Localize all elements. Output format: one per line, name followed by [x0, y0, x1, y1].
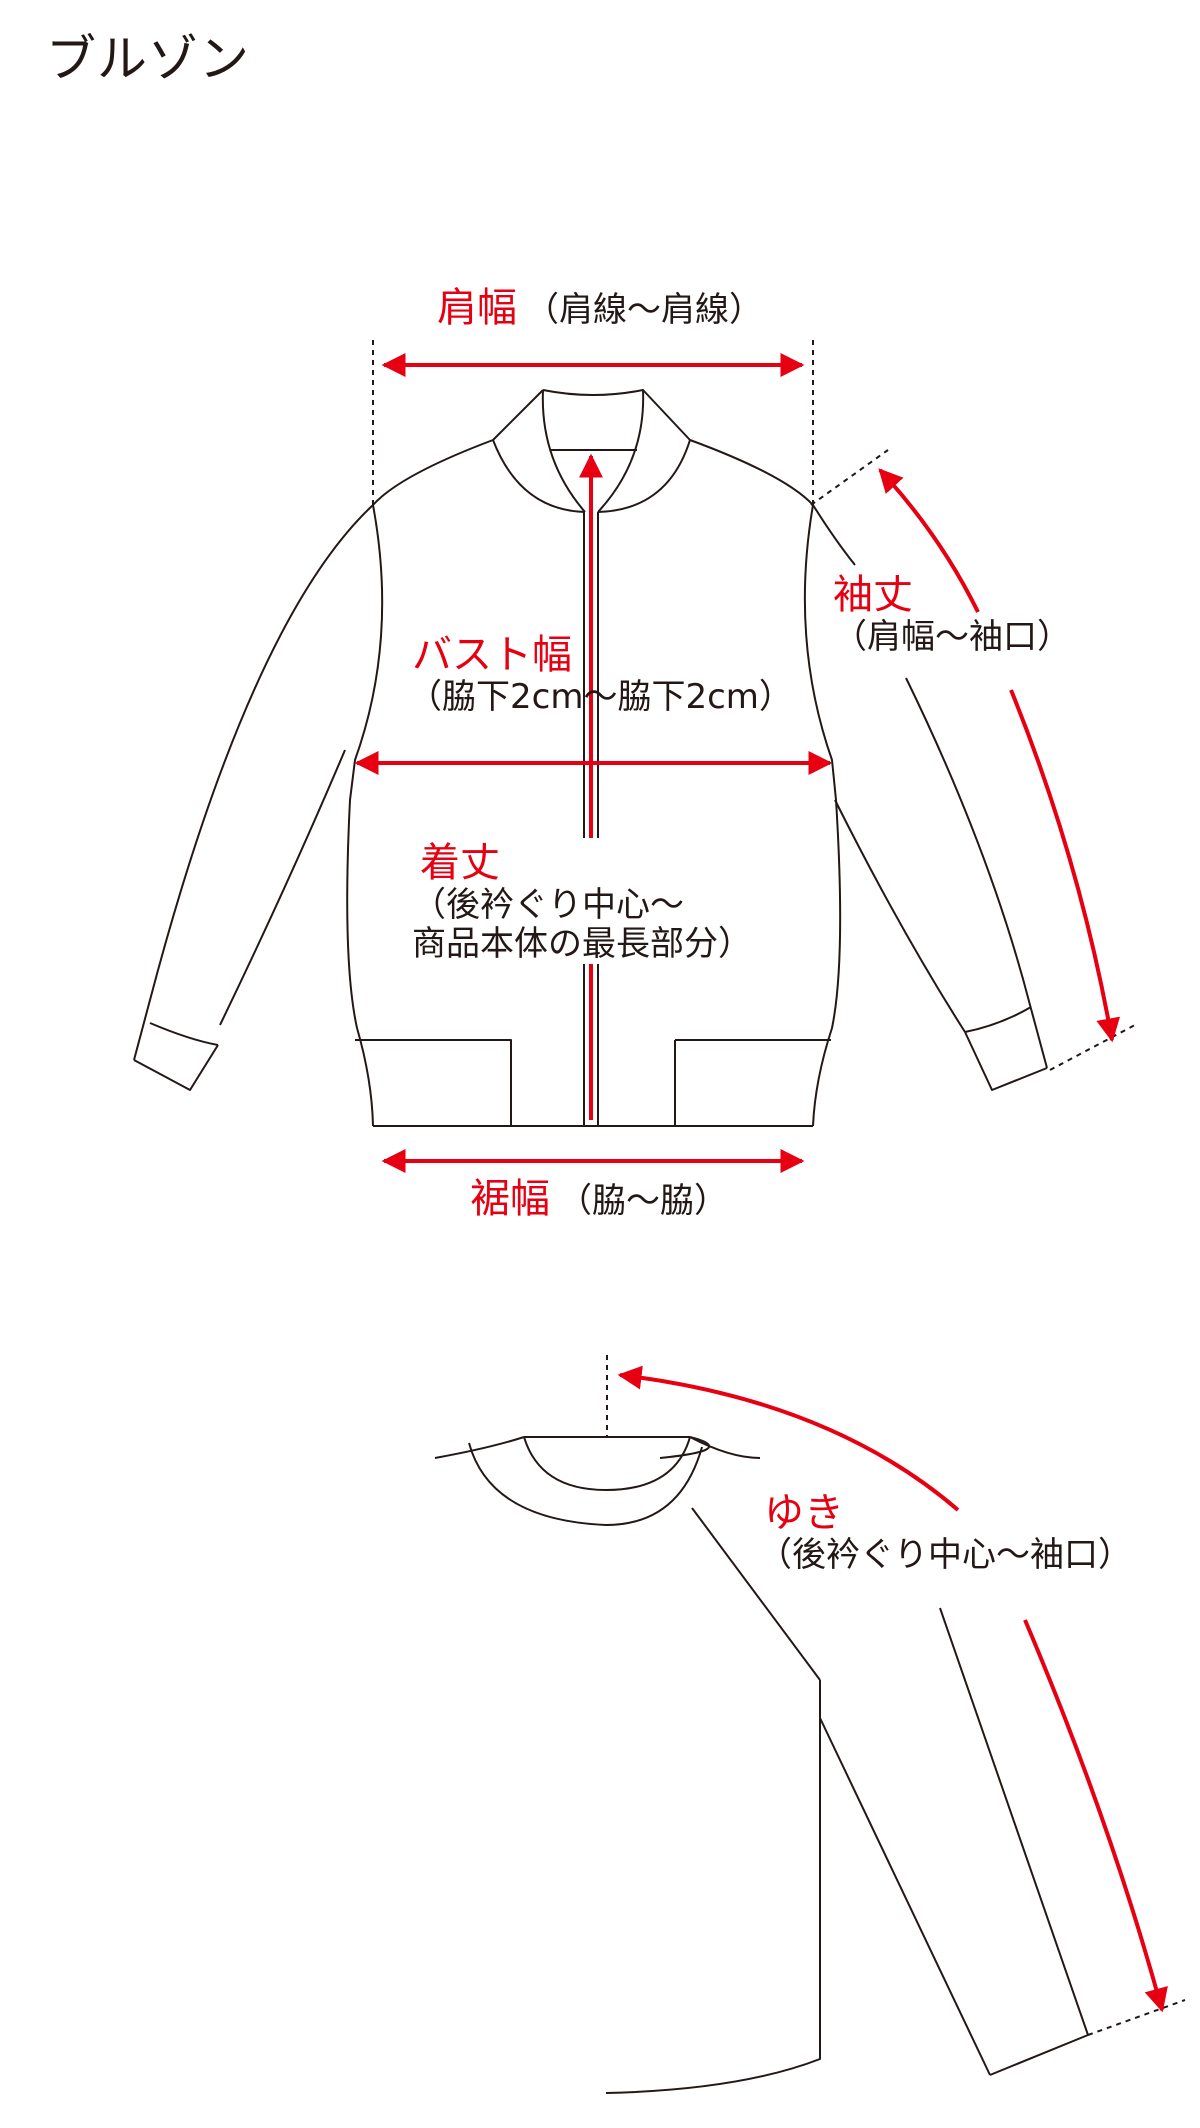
yuki-sleeve-outer: [939, 1607, 1089, 2036]
left-sleeve-inner: [219, 749, 346, 1026]
yuki-shoulder-right: [659, 1436, 711, 1459]
body-length-range-2: 商品本体の最長部分）: [412, 924, 752, 965]
body-length-range-1: （後衿ぐり中心〜: [412, 885, 684, 925]
body-length-label: 着丈 （後衿ぐり中心〜 商品本体の最長部分）: [412, 840, 752, 965]
right-sleeve-mid: [905, 677, 1048, 1069]
yuki-collar-outer: [468, 1442, 703, 1526]
yuki-body-right: [605, 1680, 821, 2094]
yuki-shoulder-left: [434, 1436, 525, 1459]
yuki-arrow-down: [1023, 1619, 1168, 2013]
left-pocket: [355, 1039, 512, 1126]
right-sleeve-inner: [834, 799, 966, 1033]
body-length-name: 着丈: [420, 840, 500, 886]
page-title: ブルゾン: [46, 30, 250, 88]
right-sleeve-outer: [812, 504, 856, 566]
collar-inner-left: [541, 389, 586, 513]
bust-width-name: バスト幅: [412, 632, 572, 678]
bust-width-range: （脇下2cm〜脇下2cm）: [408, 677, 793, 717]
sleeve-length-name: 袖丈: [833, 572, 913, 618]
body-right-side: [803, 504, 842, 1127]
yuki-collar-inner: [523, 1436, 691, 1491]
collar-stand: [492, 389, 691, 441]
yuki-arrow-up: [617, 1365, 960, 1512]
sleeve-arrow-up: [878, 468, 980, 613]
yuki-cuff: [989, 2034, 1089, 2076]
bust-width-label: バスト幅 （脇下2cm〜脇下2cm）: [408, 632, 793, 717]
yuki-name: ゆき: [764, 1490, 844, 1536]
collar-inner-right: [597, 389, 645, 513]
shoulder-width-name: 肩幅: [437, 285, 517, 331]
hem-width-label: 裾幅（脇〜脇）: [470, 1176, 728, 1222]
yuki-garment-outline: [434, 1436, 1089, 2094]
hem-width-name: 裾幅: [470, 1176, 550, 1222]
yuki-label: ゆき （後衿ぐり中心〜袖口）: [758, 1490, 1132, 1575]
collar-rib: [492, 439, 691, 513]
hem-width-range: （脇〜脇）: [558, 1181, 728, 1221]
right-shoulder: [689, 439, 814, 506]
body-left-side: [346, 504, 384, 1127]
left-shoulder: [372, 439, 494, 506]
left-sleeve-outer: [133, 504, 374, 1061]
yuki-range: （後衿ぐり中心〜袖口）: [758, 1535, 1132, 1575]
measurement-arrows: [354, 353, 1121, 1173]
sleeve-arrow-down: [1009, 689, 1121, 1043]
yuki-cuff-guide: [1087, 1999, 1186, 2036]
jacket-front-outline: [133, 389, 1048, 1127]
guide-lines: [372, 340, 1136, 1071]
shoulder-width-range: （肩線〜肩線）: [525, 290, 763, 330]
right-cuff: [964, 1006, 1048, 1091]
yuki-sleeve-inner: [819, 1717, 991, 2076]
sleeve-length-range: （肩幅〜袖口）: [833, 617, 1071, 657]
left-cuff: [133, 1022, 219, 1091]
sleeve-length-label: 袖丈 （肩幅〜袖口）: [833, 572, 1071, 657]
shoulder-width-label: 肩幅（肩線〜肩線）: [437, 285, 763, 331]
yuki-sleeve-top: [691, 1507, 821, 1681]
